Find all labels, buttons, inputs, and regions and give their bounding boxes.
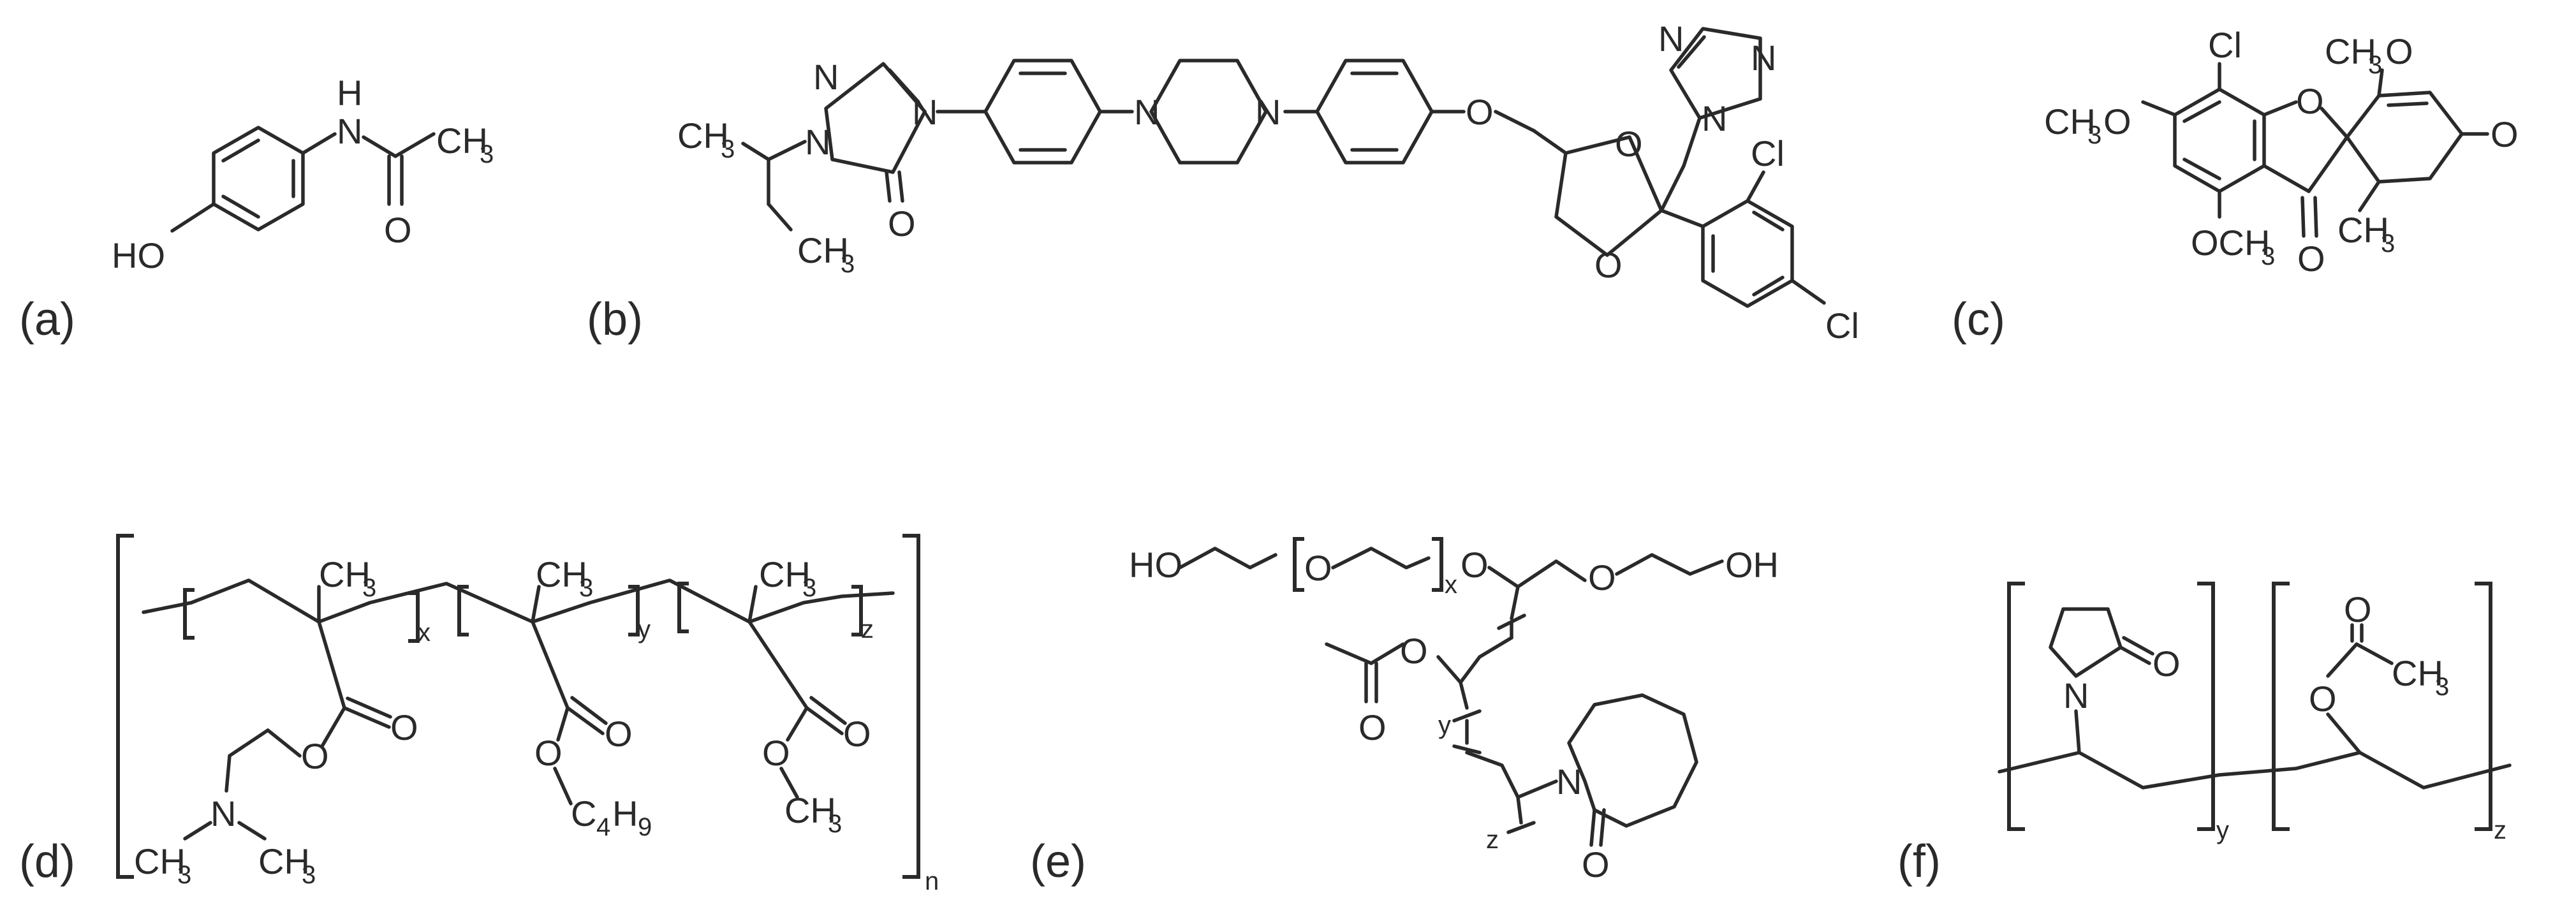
- structure-d: n x y z CH 3 CH 3 CH 3 O O N CH 3: [19, 534, 939, 895]
- atom-ho: HO: [112, 235, 165, 276]
- atom-n: N: [1702, 98, 1727, 138]
- atom-o: O: [1582, 844, 1610, 885]
- atom-o: O: [2103, 101, 2131, 142]
- atom-ho: HO: [1129, 545, 1182, 585]
- atom-o: O: [1594, 245, 1623, 285]
- atom-n: N: [912, 92, 938, 132]
- atom-o: O: [1304, 548, 1332, 588]
- atom-n: N: [1658, 18, 1684, 59]
- atom-o: O: [2297, 239, 2325, 279]
- atom-o: O: [2491, 114, 2519, 154]
- structure-e: HO O x O O OH O O y N O: [1030, 537, 1779, 887]
- sub-y: y: [638, 615, 651, 644]
- atom-och3: OCH: [2191, 223, 2270, 263]
- sub-4: 4: [596, 813, 610, 841]
- atom-c4: C: [571, 793, 596, 834]
- sub-3: 3: [2087, 121, 2101, 149]
- sub-3: 3: [2368, 51, 2382, 79]
- sub-3: 3: [177, 861, 191, 889]
- sub-z: z: [1486, 826, 1499, 854]
- atom-n: N: [337, 111, 362, 151]
- atom-o: O: [301, 736, 329, 776]
- sub-z: z: [2494, 816, 2506, 844]
- sub-9: 9: [638, 813, 652, 841]
- atom-o: O: [1466, 92, 1494, 132]
- structure-f: y z N O O O CH 3 (f): [1897, 582, 2512, 887]
- sub-3: 3: [480, 140, 494, 168]
- sub-3: 3: [2381, 230, 2395, 258]
- atom-o: O: [1588, 557, 1616, 598]
- atom-o: O: [2309, 679, 2337, 719]
- atom-ch3: CH: [134, 841, 186, 881]
- panel-label-d: (d): [19, 836, 75, 887]
- atom-ch3: CH: [784, 790, 836, 830]
- structure-c: Cl CH 3 O OCH 3 O O O CH 3 O CH 3 (c): [1952, 25, 2519, 345]
- atom-o: O: [762, 733, 790, 773]
- atom-n: N: [1255, 92, 1281, 132]
- atom-ch3o: CH: [2044, 101, 2096, 142]
- atom-ch3: CH: [2337, 210, 2389, 250]
- atom-o: O: [1461, 545, 1489, 585]
- atom-ch3-b1: CH: [677, 115, 729, 156]
- atom-n: N: [1134, 92, 1159, 132]
- panel-label-a: (a): [19, 294, 75, 345]
- atom-cl: Cl: [1825, 305, 1859, 346]
- atom-n: N: [210, 793, 236, 834]
- atom-cl: Cl: [2208, 25, 2242, 65]
- atom-o: O: [2385, 31, 2413, 71]
- atom-h: H: [337, 73, 362, 113]
- sub-y: y: [2216, 816, 2229, 844]
- atom-o: O: [605, 714, 633, 754]
- atom-o: O: [888, 203, 916, 244]
- atom-o: O: [843, 714, 871, 754]
- sub-3: 3: [802, 574, 816, 602]
- sub-3: 3: [721, 135, 735, 163]
- panel-label-c: (c): [1952, 294, 2005, 345]
- atom-o: O: [1358, 707, 1387, 747]
- sub-3: 3: [579, 574, 593, 602]
- atom-n: N: [805, 122, 830, 162]
- atom-o: O: [1615, 124, 1643, 164]
- atom-ch3: CH: [436, 121, 488, 161]
- sub-3: 3: [2435, 673, 2449, 701]
- atom-o: O: [2344, 589, 2372, 629]
- panel-label-e: (e): [1030, 836, 1086, 887]
- panel-label-b: (b): [587, 294, 643, 345]
- atom-n: N: [813, 57, 839, 97]
- repeat-n: n: [925, 867, 939, 895]
- atom-ch3-b2: CH: [797, 230, 849, 270]
- sub-x: x: [1445, 571, 1457, 599]
- atom-o: O: [2153, 644, 2181, 684]
- sub-3: 3: [2261, 242, 2275, 270]
- atom-h9: H: [612, 793, 638, 834]
- sub-z: z: [861, 615, 874, 644]
- panel-label-f: (f): [1897, 836, 1941, 887]
- atom-cl: Cl: [1751, 133, 1785, 173]
- atom-ch3: CH: [759, 554, 811, 594]
- sub-3: 3: [362, 574, 376, 602]
- atom-o: O: [384, 210, 412, 250]
- atom-ch3: CH: [258, 841, 310, 881]
- sub-3: 3: [828, 810, 842, 838]
- atom-ch3: CH: [2392, 653, 2443, 693]
- atom-o: O: [1400, 631, 1428, 671]
- sub-3: 3: [302, 861, 316, 889]
- sub-y: y: [1438, 711, 1451, 739]
- atom-o: O: [390, 707, 418, 747]
- atom-ch3: CH: [536, 554, 587, 594]
- atom-n: N: [2063, 675, 2089, 716]
- atom-o: O: [534, 733, 563, 773]
- atom-o: O: [2296, 81, 2324, 121]
- atom-n: N: [1751, 38, 1776, 78]
- atom-ch3-o: CH: [2325, 31, 2376, 71]
- sub-x: x: [418, 619, 431, 647]
- sub-3: 3: [841, 250, 855, 278]
- atom-ch3: CH: [319, 554, 371, 594]
- atom-oh: OH: [1725, 545, 1779, 585]
- structure-b: CH 3 CH 3 N N N O N N O: [587, 18, 1859, 346]
- structure-a: HO N H O CH 3 (a): [19, 73, 494, 345]
